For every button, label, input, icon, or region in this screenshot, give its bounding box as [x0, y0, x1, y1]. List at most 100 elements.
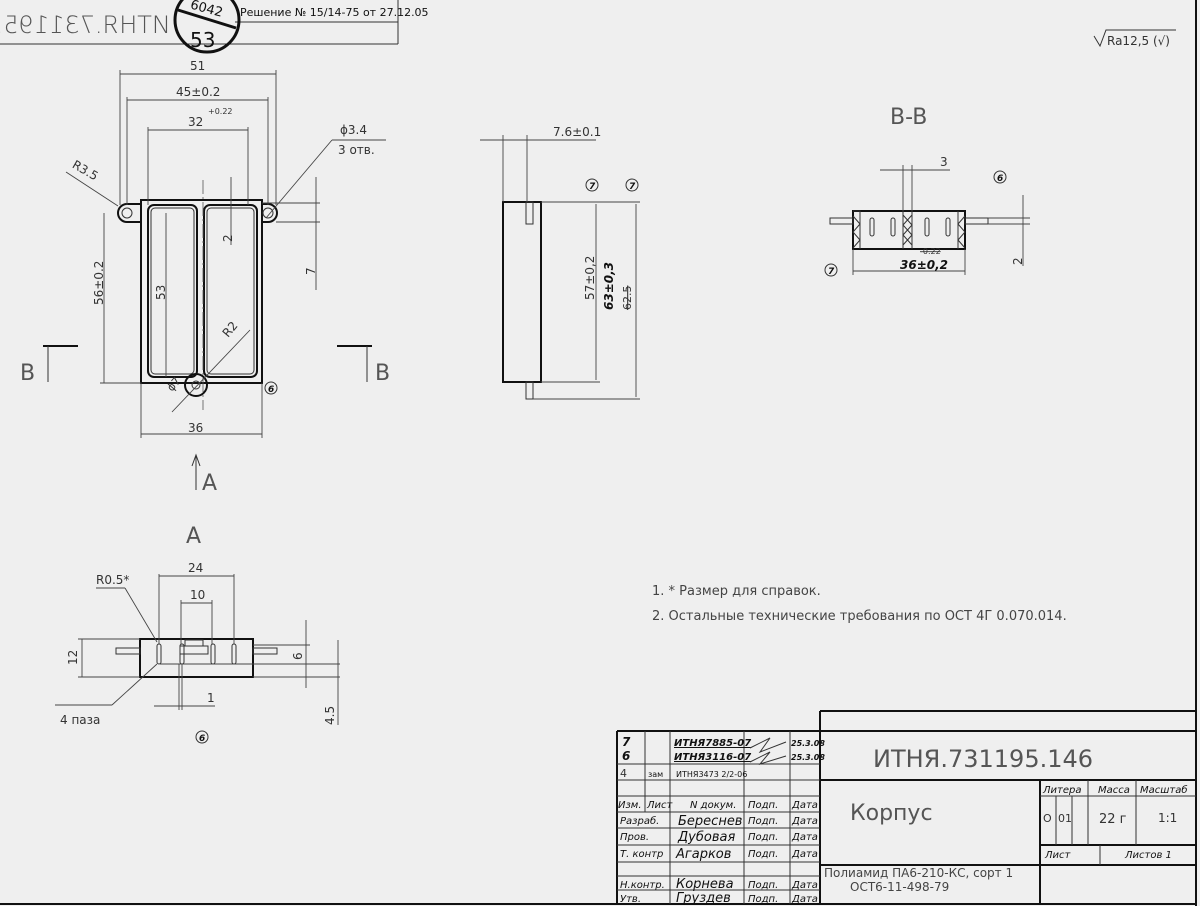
svg-text:Дата: Дата: [791, 894, 818, 905]
svg-text:Подп.: Подп.: [748, 800, 778, 811]
dim-45: 45±0.2: [176, 85, 220, 99]
signer-row: Т. контр Агарков Подп. Дата: [620, 847, 818, 862]
svg-text:Агарков: Агарков: [675, 847, 731, 862]
signer-row: Утв. Груздев Подп. Дата: [620, 891, 818, 906]
svg-text:Пров.: Пров.: [620, 832, 649, 843]
signer-row: Н.контр. Корнева Подп. Дата: [620, 877, 818, 892]
signature: [749, 737, 787, 754]
litera-value: 01: [1058, 812, 1072, 825]
section-mark-right: B: [337, 345, 390, 386]
svg-text:4: 4: [620, 767, 627, 780]
view-title: A: [186, 524, 201, 549]
svg-text:Дата: Дата: [791, 816, 818, 827]
hole-diameter: ϕ3.4: [340, 123, 367, 137]
dim-36-struck-tol: -0.22: [920, 247, 941, 256]
mirrored-designation: ИТНЯ.731195.1: [0, 11, 170, 39]
dim-12: 12: [66, 650, 80, 665]
litera-value: О: [1043, 812, 1052, 825]
svg-text:Дата: Дата: [791, 880, 818, 891]
radius-3-5: R3.5: [70, 157, 101, 183]
dim-2-section: 2: [1011, 257, 1025, 265]
svg-text:25.3.08: 25.3.08: [791, 739, 825, 748]
svg-text:Дубовая: Дубовая: [677, 830, 735, 845]
dim-57: 57±0,2: [583, 256, 597, 300]
roughness-symbol: Ra12,5 (√): [1093, 29, 1176, 48]
svg-text:Утв.: Утв.: [620, 894, 641, 905]
main-view: 51 45±0.2 32 +0.22 ϕ3.4 3 отв. R3.5 2 7 …: [20, 59, 390, 496]
material: Полиамид ПА6-210-КС, сорт 1: [824, 866, 1013, 880]
hole-count: 3 отв.: [338, 143, 375, 157]
dim-6: 6: [291, 652, 305, 660]
revision-row: 4 зам ИТНЯ3473 2/2-06: [620, 767, 747, 780]
svg-text:зам: зам: [648, 770, 663, 779]
dim-36-section: 36±0,2: [900, 258, 948, 272]
svg-text:B: B: [20, 361, 35, 386]
dim-32: 32: [188, 115, 203, 129]
svg-text:Т. контр: Т. контр: [620, 849, 663, 860]
section-bb: B-B 3 36±0,2 -0.22 2 6 7: [824, 105, 1030, 277]
revision-row: 6 ИТНЯ3116-07 25.3.08: [622, 749, 825, 765]
svg-text:Изм.: Изм.: [618, 800, 642, 811]
sheet-label: Лист: [1044, 850, 1072, 861]
dim-7-6: 7.6±0.1: [553, 125, 601, 139]
svg-text:Дата: Дата: [791, 832, 818, 843]
svg-text:Подп.: Подп.: [748, 894, 778, 905]
item-mark-6: 6: [195, 730, 209, 744]
radius-0-5: R0.5*: [96, 573, 129, 587]
svg-text:25.3.08: 25.3.08: [791, 753, 825, 762]
material-standard: ОСТ6-11-498-79: [850, 880, 949, 894]
svg-text:Разраб.: Разраб.: [620, 815, 659, 827]
svg-text:Н.контр.: Н.контр.: [620, 880, 665, 891]
dim-53: 53: [154, 285, 168, 300]
dim-24: 24: [188, 561, 203, 575]
item-mark-7a: 7: [585, 178, 599, 192]
top-stamp: ИТНЯ.731195.1 6042 53 Решение № 15/14-75…: [0, 0, 429, 54]
svg-text:Подп.: Подп.: [748, 816, 778, 827]
radius-2: R2: [220, 319, 241, 340]
roughness-value: Ra12,5 (√): [1107, 34, 1170, 48]
svg-text:Корнева: Корнева: [676, 877, 734, 892]
item-mark-6: 6: [264, 381, 278, 395]
dim-7: 7: [304, 267, 318, 275]
slots-label: 4 паза: [60, 713, 100, 727]
svg-text:Подп.: Подп.: [748, 832, 778, 843]
svg-text:6: 6: [622, 749, 630, 763]
svg-text:7: 7: [589, 182, 596, 192]
svg-text:A: A: [202, 471, 217, 496]
svg-text:Подп.: Подп.: [748, 849, 778, 860]
svg-text:ИТНЯ7885-07: ИТНЯ7885-07: [674, 738, 751, 749]
svg-text:Дата: Дата: [791, 800, 818, 811]
stamp-number-bottom: 53: [190, 28, 215, 52]
svg-text:ИТНЯ3473 2/2-06: ИТНЯ3473 2/2-06: [676, 770, 747, 779]
dim-3: 3: [940, 155, 948, 169]
dim-4-5: 4.5: [323, 706, 337, 725]
note-1: 1. * Размер для справок.: [652, 584, 821, 599]
revision-header: Изм. Лист N докум. Подп. Дата: [618, 800, 818, 811]
title-block: ИТНЯ.731195.146 Корпус Полиамид ПА6-210-…: [616, 710, 1196, 906]
dim-32-tol: +0.22: [208, 107, 233, 116]
dim-36: 36: [188, 421, 203, 435]
revision-row: 7 ИТНЯ7885-07 25.3.08: [622, 735, 825, 754]
view-arrow-a: A: [191, 453, 217, 496]
signature: [749, 751, 787, 765]
scale-value: 1:1: [1158, 811, 1177, 825]
item-mark-7b: 7: [625, 178, 639, 192]
dim-63: 63±0,3: [602, 262, 616, 310]
dim-62-5-struck: 62.5: [621, 286, 634, 311]
dim-2: 2: [221, 234, 235, 242]
note-2: 2. Остальные технические требования по О…: [652, 609, 1067, 624]
signer-row: Разраб. Береснев Подп. Дата: [620, 814, 818, 829]
designation: ИТНЯ.731195.146: [873, 745, 1093, 773]
dim-10: 10: [190, 588, 205, 602]
svg-text:Береснев: Береснев: [678, 814, 742, 829]
svg-text:6: 6: [997, 174, 1003, 184]
round-stamp: 6042 53: [173, 0, 241, 54]
dim-56: 56±0.2: [92, 261, 106, 305]
svg-text:N докум.: N докум.: [690, 800, 736, 811]
section-mark-left: B: [20, 345, 78, 386]
svg-text:Дата: Дата: [791, 849, 818, 860]
dim-1: 1: [207, 691, 215, 705]
svg-text:Груздев: Груздев: [676, 891, 731, 906]
item-mark-6: 6: [993, 170, 1007, 184]
